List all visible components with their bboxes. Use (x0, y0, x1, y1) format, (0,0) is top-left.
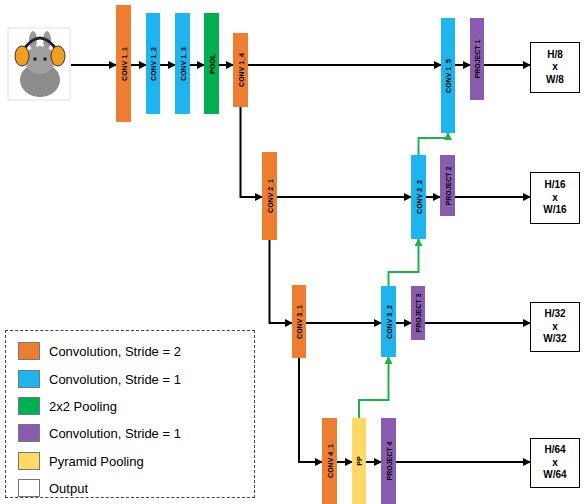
layer-name: POOL (208, 54, 215, 74)
flow-arrow (131, 64, 146, 66)
projection-block: PROJECT 4 (381, 418, 396, 504)
flow-arrow (190, 64, 204, 66)
flow-arrow (306, 322, 381, 324)
legend-swatch (18, 452, 40, 470)
output-size: H/32 x W/32 (543, 308, 566, 346)
flow-arrow (270, 240, 293, 323)
conv-stride2-block: CONV 4_1 (322, 418, 337, 504)
legend-label: 2x2 Pooling (49, 399, 117, 414)
flow-arrow (160, 64, 175, 66)
conv-stride2-block: CONV 1_1 (116, 5, 131, 122)
layer-name: CONV 1_4 (237, 53, 244, 87)
pyramid-pooling-block: PP (352, 418, 366, 504)
layer-name: PROJECT 4 (385, 442, 392, 481)
legend-entry: Convolution, Stride = 2 (18, 341, 181, 361)
output-box: H/64 x W/64 (530, 438, 580, 488)
layer-name: PROJECT 1 (474, 40, 481, 79)
output-box: H/32 x W/32 (530, 302, 580, 352)
legend-entry: Pyramid Pooling (18, 451, 144, 471)
flow-arrow (277, 196, 411, 198)
flow-arrow (425, 322, 530, 324)
layer-name: CONV 1_5 (445, 59, 452, 93)
conv-stride1-block: CONV 1_2 (146, 13, 160, 114)
projection-block: PROJECT 1 (470, 18, 484, 100)
output-box: H/8 x W/8 (530, 42, 580, 93)
layer-name: CONV 2_1 (266, 179, 273, 213)
output-size: H/16 x W/16 (543, 179, 566, 217)
layer-name: CONV 3_2 (385, 305, 392, 339)
legend-label: Pyramid Pooling (49, 454, 144, 469)
legend-entry: 2x2 Pooling (18, 396, 117, 416)
conv-stride2-block: CONV 1_4 (233, 33, 248, 107)
legend-swatch (18, 397, 40, 415)
projection-block: PROJECT 3 (411, 286, 425, 340)
layer-name: CONV 4_1 (326, 444, 333, 478)
upsample-arrow (359, 357, 389, 418)
layer-name: CONV 1_1 (120, 47, 127, 81)
upsample-arrow (389, 239, 419, 286)
conv-stride1-block: CONV 1_5 (441, 18, 455, 133)
conv-stride2-block: CONV 3_1 (292, 285, 306, 358)
flow-arrow (241, 107, 263, 197)
output-box: H/16 x W/16 (530, 172, 580, 224)
conv-stride2-block: CONV 2_1 (262, 152, 277, 240)
output-size: H/64 x W/64 (543, 444, 566, 482)
flow-arrow (248, 64, 441, 66)
legend-label: Convolution, Stride = 1 (49, 372, 181, 387)
legend-entry: Output (18, 478, 88, 498)
flow-arrow (219, 64, 233, 66)
legend-swatch (18, 370, 40, 388)
layer-name: CONV 2_2 (415, 180, 422, 214)
pooling-block: POOL (204, 13, 219, 114)
layer-name: PROJECT 3 (415, 294, 422, 333)
projection-block: PROJECT 2 (440, 155, 455, 216)
legend-label: Output (49, 481, 88, 496)
conv-stride1-block: CONV 1_3 (175, 13, 190, 114)
conv-stride1-block: CONV 3_2 (381, 286, 396, 357)
legend-label: Convolution, Stride = 1 (49, 426, 181, 441)
flow-arrow (455, 64, 470, 66)
flow-arrow (455, 196, 530, 198)
flow-arrow (337, 461, 352, 463)
input-arrow (71, 64, 116, 66)
flow-arrow (366, 461, 381, 463)
legend-swatch (18, 424, 40, 442)
layer-name: CONV 1_3 (179, 47, 186, 81)
layer-name: PP (356, 456, 363, 465)
layer-name: PROJECT 2 (444, 166, 451, 205)
legend-box: Convolution, Stride = 2 Convolution, Stri… (5, 330, 255, 498)
legend-swatch (18, 342, 40, 360)
flow-arrow (396, 322, 411, 324)
legend-swatch (18, 479, 40, 497)
layer-name: CONV 3_1 (296, 305, 303, 339)
flow-arrow (299, 358, 322, 462)
conv-stride1-block: CONV 2_2 (411, 155, 426, 239)
legend-entry: Convolution, Stride = 1 (18, 423, 181, 443)
legend-entry: Convolution, Stride = 1 (18, 369, 181, 389)
flow-arrow (484, 64, 530, 66)
flow-arrow (426, 196, 440, 198)
legend-label: Convolution, Stride = 2 (49, 344, 181, 359)
layer-name: CONV 1_2 (150, 47, 157, 81)
flow-arrow (396, 461, 530, 463)
output-size: H/8 x W/8 (546, 49, 564, 87)
upsample-arrow (419, 133, 449, 155)
